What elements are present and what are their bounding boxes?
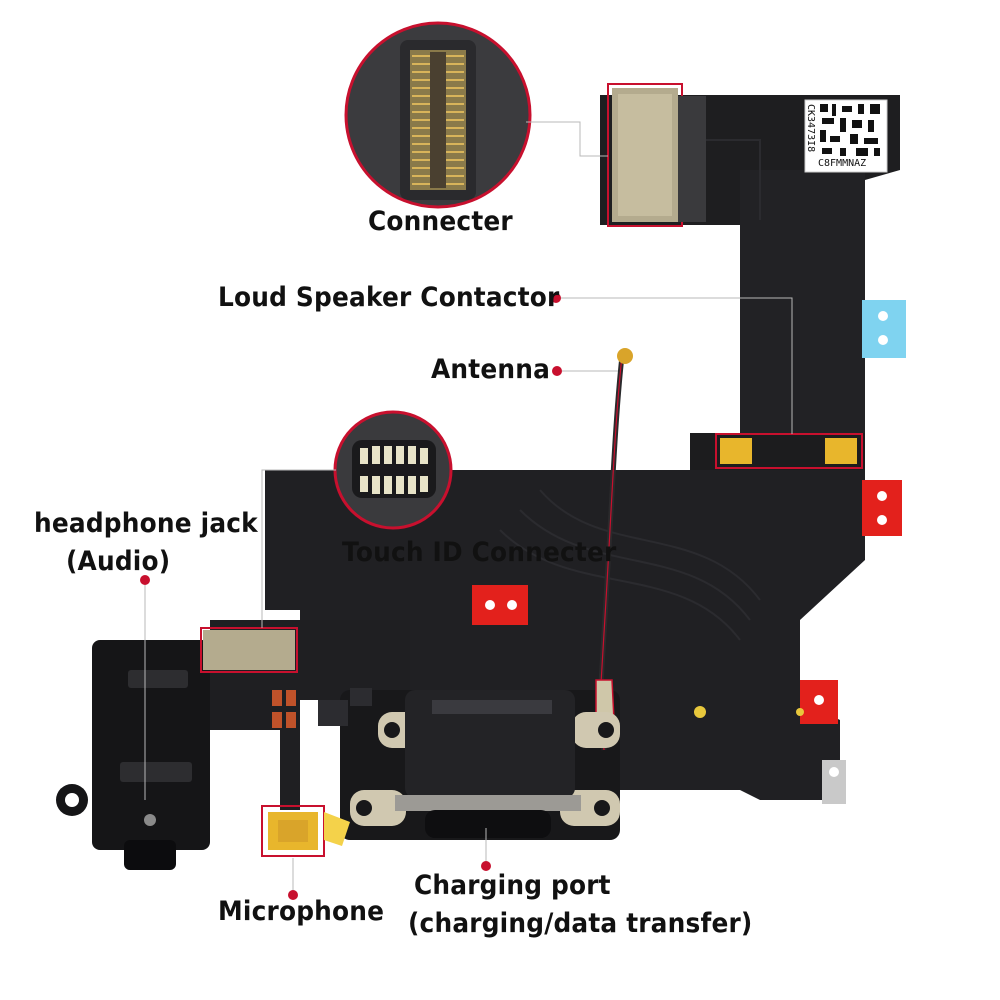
label-antenna: Antenna	[431, 354, 551, 385]
speaker-pads	[715, 433, 863, 469]
blue-tab	[862, 300, 906, 358]
label-headphone-jack: headphone jack	[34, 508, 258, 539]
callout-lines	[144, 121, 793, 895]
barcode-horizontal-code: C8FMMNAZ	[818, 158, 867, 169]
label-loud-speaker-contactor: Loud Speaker Contactor	[218, 282, 560, 313]
top-connector-stiffener	[607, 83, 706, 227]
label-touch-id-connecter: Touch ID Connecter	[342, 537, 617, 568]
label-charging-port: Charging port	[414, 870, 611, 901]
barcode-label	[804, 99, 888, 173]
touch-id-stiffener	[200, 627, 298, 673]
board-components	[272, 688, 804, 728]
microphone-part	[261, 805, 350, 857]
charging-port	[350, 690, 620, 838]
callout-dots	[140, 293, 562, 900]
headphone-jack-details	[120, 670, 192, 870]
zoom-circle-connector	[344, 21, 532, 209]
metal-bracket	[822, 760, 846, 804]
label-charging-data-transfer: (charging/data transfer)	[408, 908, 753, 939]
zoom-circle-touch-id	[333, 410, 453, 530]
antenna-wire	[595, 348, 633, 751]
barcode-vertical-code: CK3473I8	[805, 104, 816, 153]
label-headphone-audio: (Audio)	[66, 546, 171, 577]
label-connector: Connecter	[368, 206, 513, 237]
label-microphone: Microphone	[218, 896, 385, 927]
